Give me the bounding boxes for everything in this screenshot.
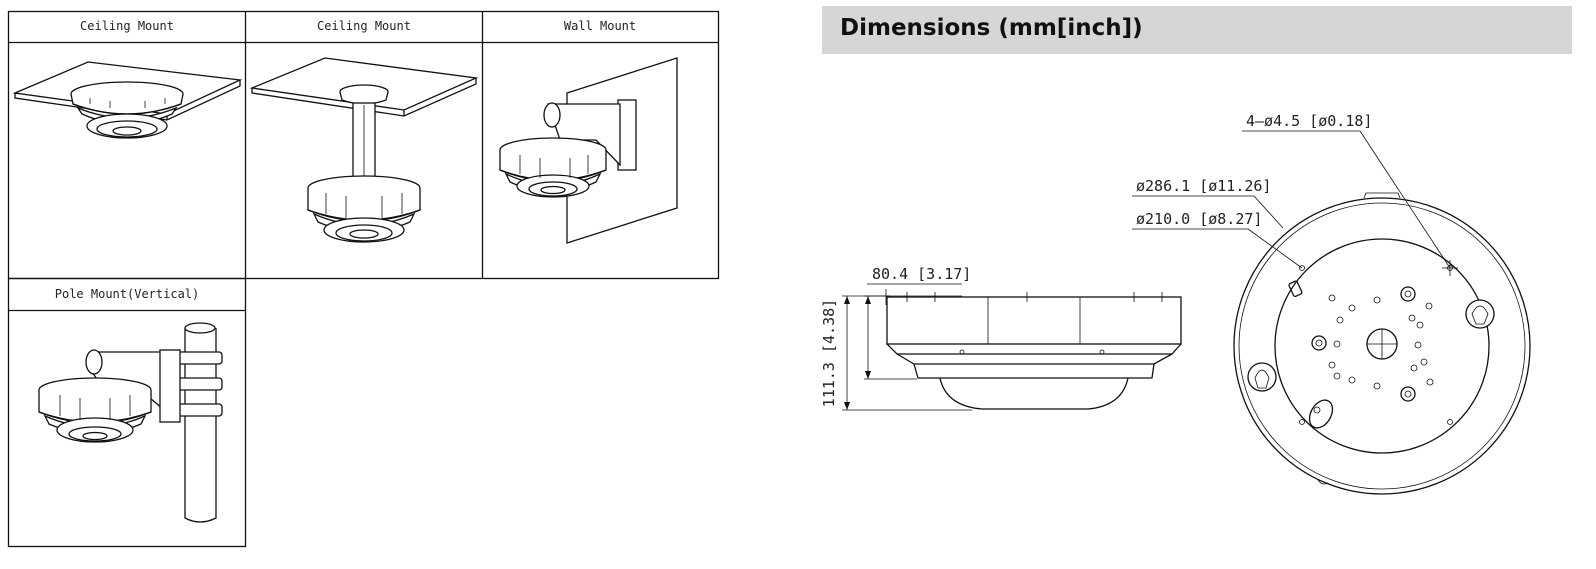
mount-options-grid: Ceiling Mount Ceiling Mount Wall Mount P… [7,10,720,548]
dimension-drawing: 80.4 [3.17] 111.3 [4.38] [822,112,1531,495]
dimensions-title: Dimensions (mm[inch]) [840,15,1143,41]
pole-mount-illustration [38,322,223,523]
width-dimension-label: 80.4 [3.17] [872,265,971,283]
wall-mount-illustration [499,57,678,244]
ceiling-mount-flush-illustration [12,61,243,139]
camera-side-view [842,283,1182,411]
leader-lines [1132,130,1451,269]
camera-top-view [1233,192,1531,495]
inner-diameter-label: ø210.0 [ø8.27] [1136,210,1262,228]
ceiling-mount-label-2: Ceiling Mount [317,19,411,33]
hole-spec-label: 4–ø4.5 [ø0.18] [1246,112,1372,130]
grid-lines [7,10,720,548]
pole-mount-label: Pole Mount(Vertical) [55,287,200,301]
dimensions-header: Dimensions (mm[inch]) [822,6,1572,54]
height-dimension-label: 111.3 [4.38] [822,299,838,407]
outer-diameter-label: ø286.1 [ø11.26] [1136,177,1271,195]
ceiling-mount-pendant-illustration [249,57,479,243]
wall-mount-label: Wall Mount [564,19,636,33]
ceiling-mount-label-1: Ceiling Mount [80,19,174,33]
